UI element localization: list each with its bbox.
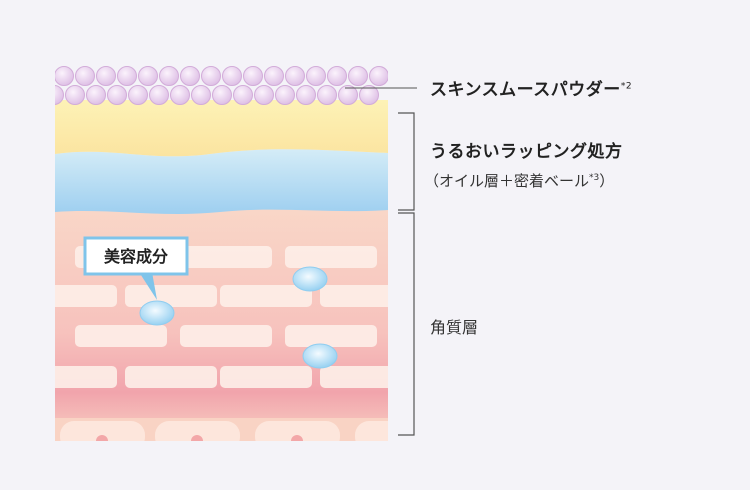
powder-particle — [359, 85, 379, 105]
wrapping-sub-label: （オイル層＋密着ベール*3） — [424, 172, 615, 190]
skin-cell — [420, 366, 512, 388]
skin-cell — [320, 285, 388, 307]
cell-nucleus — [291, 435, 303, 441]
skin-cell — [220, 366, 312, 388]
callout-pointer — [139, 272, 157, 300]
powder-particle — [180, 66, 200, 86]
wrapping-label: うるおいラッピング処方 — [430, 142, 623, 162]
skin-smooth-powder-particles — [55, 66, 388, 105]
ingredient-droplet — [292, 266, 328, 292]
skin-cell — [55, 366, 117, 388]
skin-cell — [390, 246, 482, 268]
powder-particle — [117, 66, 137, 86]
basal-cell — [355, 421, 388, 441]
moisture-veil-layer — [55, 149, 388, 214]
stratum-label: 角質層 — [430, 318, 479, 337]
callout-text: 美容成分 — [104, 247, 168, 266]
powder-particle — [212, 85, 232, 105]
oil-layer — [55, 100, 388, 157]
skin-cell — [75, 325, 167, 347]
powder-particle — [149, 85, 169, 105]
skin-cell — [180, 325, 272, 347]
ingredient-droplet — [139, 300, 175, 326]
callout: 美容成分 — [83, 236, 189, 300]
powder-particle — [243, 66, 263, 86]
callout-box — [83, 236, 189, 276]
skin-cell — [220, 285, 312, 307]
powder-particle — [233, 85, 253, 105]
powder-particle — [107, 85, 127, 105]
powder-particle — [254, 85, 274, 105]
skin-cell — [125, 285, 217, 307]
skin-cell — [180, 246, 272, 268]
powder-particle — [275, 85, 295, 105]
powder-particle — [306, 66, 326, 86]
skin-cell — [125, 366, 217, 388]
beauty-ingredient-droplets — [139, 266, 338, 369]
powder-particle — [138, 66, 158, 86]
cell-nucleus — [191, 435, 203, 441]
powder-particle — [327, 66, 347, 86]
skin-cell — [285, 246, 377, 268]
stratum-bracket — [398, 212, 415, 436]
powder-particle — [201, 66, 221, 86]
powder-particle — [96, 66, 116, 86]
basal-cell — [155, 421, 240, 441]
cell-nucleus — [96, 435, 108, 441]
basal-cell — [60, 421, 145, 441]
skin-cell — [285, 325, 377, 347]
powder-particle — [369, 66, 388, 86]
powder-particle — [170, 85, 190, 105]
powder-particle — [55, 66, 74, 86]
powder-particle — [348, 66, 368, 86]
powder-particle — [65, 85, 85, 105]
ingredient-droplet — [302, 343, 338, 369]
wrapping-bracket — [398, 112, 415, 211]
skin-cell — [55, 285, 117, 307]
powder-particle — [264, 66, 284, 86]
powder-particle — [338, 85, 358, 105]
powder-particle — [159, 66, 179, 86]
powder-particle — [128, 85, 148, 105]
powder-particle — [55, 85, 64, 105]
powder-particle — [75, 66, 95, 86]
skin-cell — [420, 285, 512, 307]
powder-particle — [317, 85, 337, 105]
cell-nucleus — [391, 435, 403, 447]
powder-particle — [296, 85, 316, 105]
powder-particle — [86, 85, 106, 105]
basal-cell — [255, 421, 340, 441]
powder-label: スキンスムースパウダー*2 — [430, 80, 633, 100]
skin-cells — [55, 246, 512, 447]
powder-particle — [191, 85, 211, 105]
powder-particle — [285, 66, 305, 86]
powder-particle — [222, 66, 242, 86]
stratum-corneum-layer — [55, 200, 388, 441]
skin-cell — [320, 366, 388, 388]
